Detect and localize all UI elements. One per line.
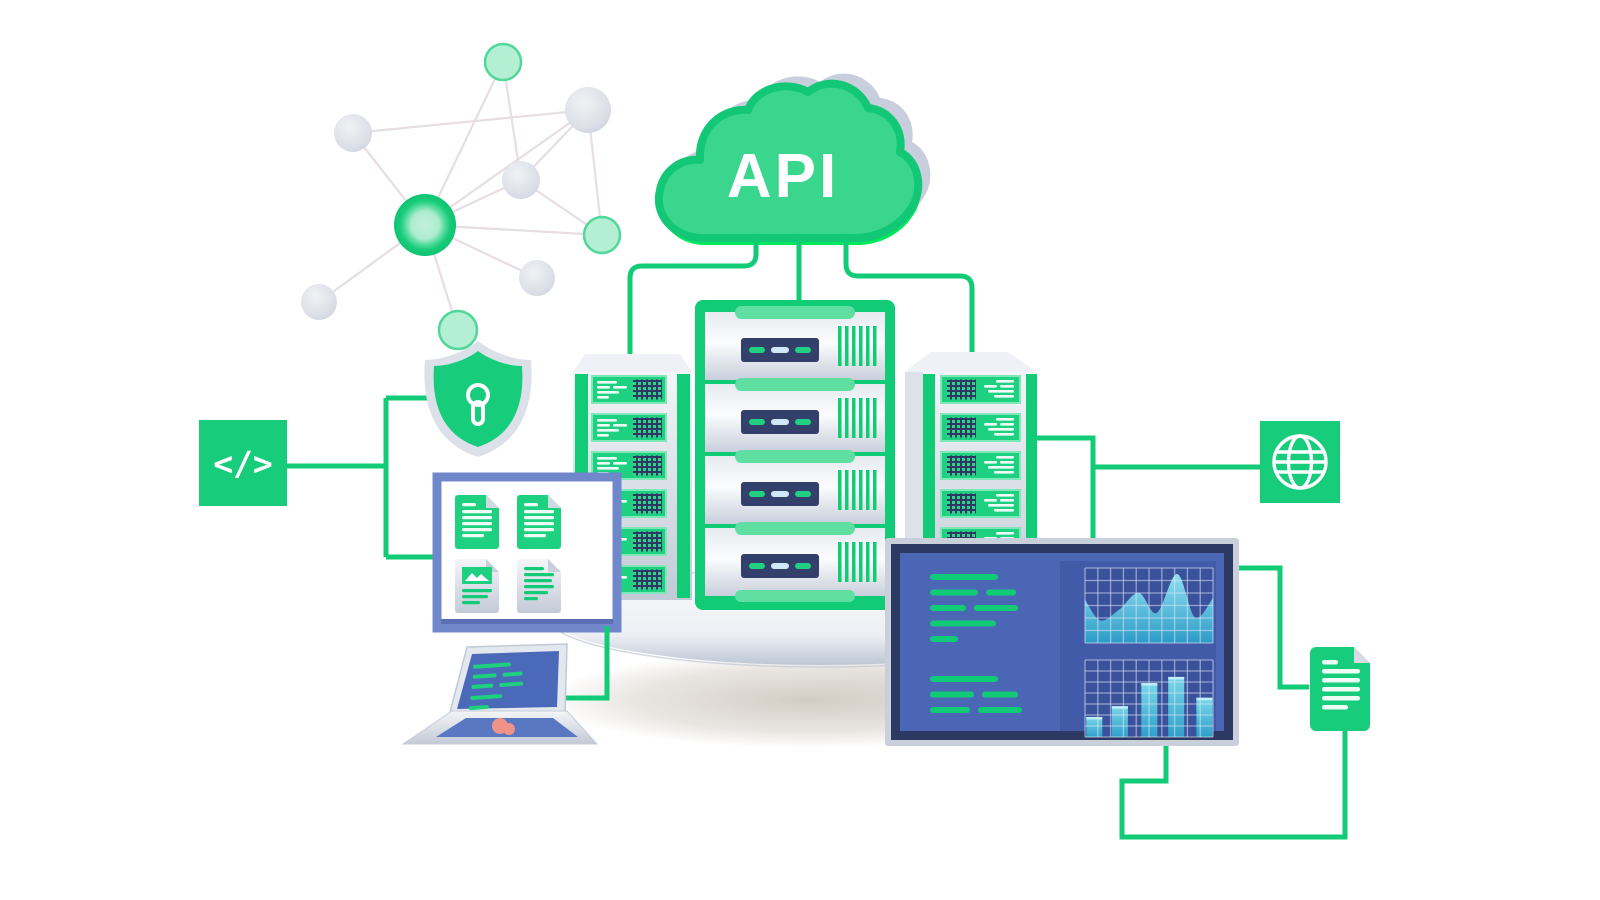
laptop-code-lines (468, 662, 524, 711)
bar-chart (1084, 659, 1214, 738)
dashboard-code-lines-top (930, 574, 1018, 642)
document-icon-green-1 (455, 495, 499, 549)
api-label: API (727, 142, 839, 211)
code-glyph: </> (213, 444, 273, 483)
image-document-icon (455, 559, 499, 613)
laptop-screen (457, 651, 559, 709)
security-shield-icon (424, 341, 532, 457)
keyhole-icon (466, 383, 490, 426)
connector-code-to-shield-and-window (287, 395, 437, 560)
monitoring-dashboard (885, 538, 1239, 746)
globe-icon (1260, 421, 1340, 503)
document-file-icon (1310, 647, 1370, 731)
connector-dashboard-to-document (1119, 565, 1348, 840)
dashboard-code-lines-bottom (930, 676, 1022, 713)
connector-rack-to-dashboard-and-globe (1037, 435, 1261, 552)
laptop (401, 643, 599, 745)
documents-window (432, 472, 622, 633)
document-icon-green-2 (517, 495, 561, 549)
connector-window-to-laptop (554, 626, 610, 701)
api-cloud: API (654, 73, 931, 246)
area-chart (1084, 567, 1214, 644)
document-icon-gray (517, 559, 561, 613)
cloud-body (654, 79, 923, 242)
hand-cursor (492, 718, 515, 735)
server-rack-center (695, 300, 895, 610)
network-graph (301, 42, 622, 351)
code-icon: </> (199, 420, 287, 506)
connector-cloud-to-racks (627, 238, 975, 360)
